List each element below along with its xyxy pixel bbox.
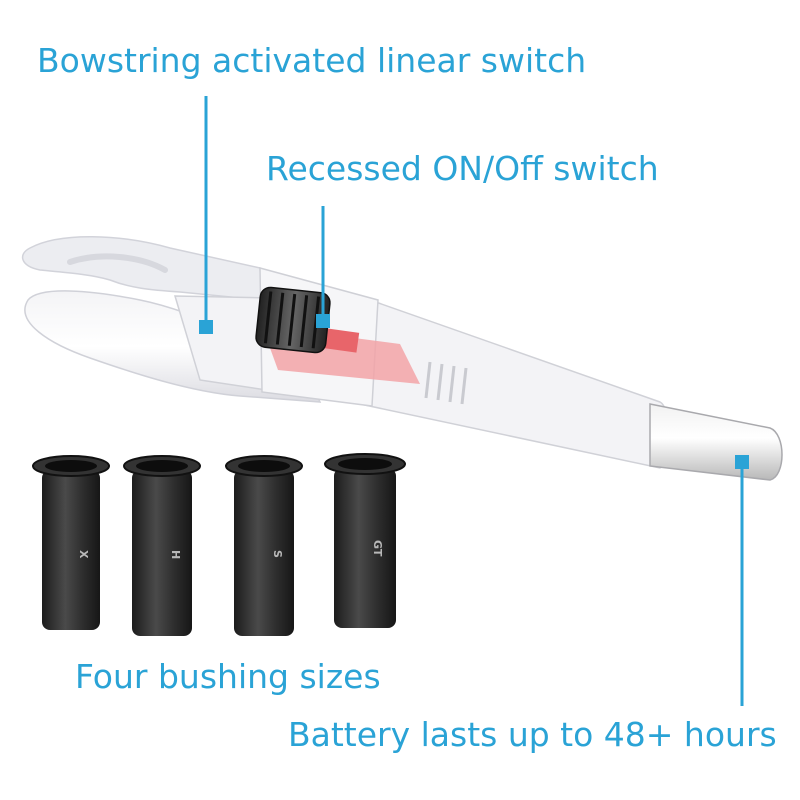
bushing-letter: X — [77, 550, 90, 559]
label-battery-life: Battery lasts up to 48+ hours — [288, 715, 777, 754]
bushings-group: X H S GT — [32, 453, 406, 636]
bushing-letter: S — [271, 550, 284, 558]
label-recessed-switch: Recessed ON/Off switch — [266, 149, 659, 188]
callout-bowstring — [199, 96, 213, 334]
bushing-x: X — [32, 455, 110, 630]
callout-battery — [735, 455, 749, 706]
bushing-s: S — [225, 455, 303, 636]
label-bowstring-switch: Bowstring activated linear switch — [37, 41, 587, 80]
bushing-gt: GT — [324, 453, 406, 628]
bushing-letter: GT — [371, 540, 384, 557]
bushing-h: H — [123, 455, 201, 636]
bushing-letter: H — [169, 550, 182, 559]
label-bushing-sizes: Four bushing sizes — [75, 657, 381, 696]
lighted-nock — [21, 236, 783, 481]
callout-recessed — [316, 206, 330, 328]
